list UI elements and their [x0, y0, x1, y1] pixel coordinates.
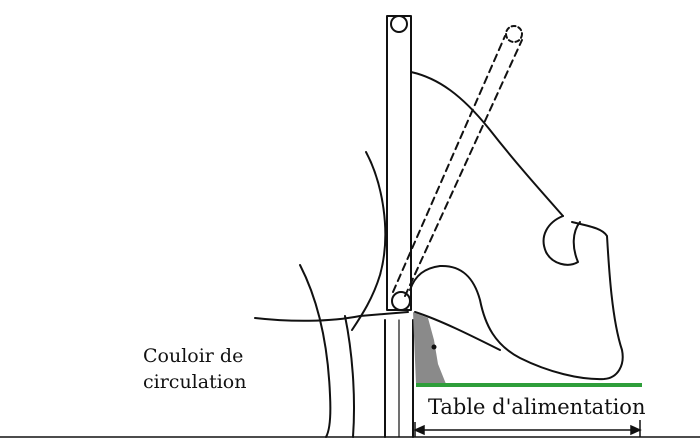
dimension-arrow-left — [413, 424, 425, 436]
cow-leg-rear — [344, 315, 355, 438]
corridor-label-line-1: Couloir de — [143, 345, 244, 367]
bottom-pivot — [391, 291, 411, 311]
cow-head-outline — [409, 221, 624, 381]
cow-ear — [542, 215, 581, 266]
rail-bar — [254, 311, 409, 322]
headlock-post — [386, 15, 412, 311]
corridor-label-line-2: circulation — [143, 371, 247, 393]
dimension-arrow-right — [630, 424, 642, 436]
cow-jaw — [414, 311, 501, 351]
feeding-table-label: Table d'alimentation — [428, 395, 646, 419]
open-bar-edge-2 — [404, 39, 523, 297]
cow-neck-top — [410, 71, 564, 217]
open-bar-edge-1 — [392, 35, 506, 293]
cow-leg-front — [299, 264, 332, 438]
cow-chest-outline — [351, 151, 387, 331]
open-bar-pivot — [505, 25, 523, 43]
top-pivot — [390, 15, 408, 33]
trough-wall — [413, 312, 446, 384]
pivot-dot — [431, 344, 437, 350]
